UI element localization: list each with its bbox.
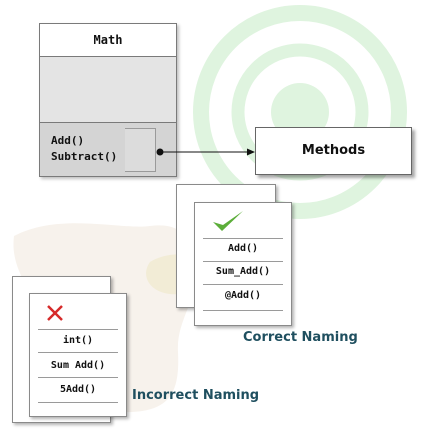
methods-box: Methods <box>255 127 412 175</box>
class-attributes-compartment <box>40 57 176 123</box>
operation-add: Add() <box>51 134 85 147</box>
incorrect-naming-caption: Incorrect Naming <box>132 388 260 403</box>
checkmark-icon <box>213 211 243 231</box>
class-name: Math <box>40 24 176 57</box>
concentric-rings-decoration <box>193 5 407 219</box>
operations-highlight <box>125 128 156 172</box>
incorrect-example-int: int() <box>62 335 94 346</box>
operation-subtract: Subtract() <box>51 150 118 163</box>
class-operations-compartment: Add() Subtract() <box>40 123 176 176</box>
correct-naming-caption: Correct Naming <box>243 330 358 345</box>
arrowhead-icon <box>247 148 255 156</box>
incorrect-example-5add: 5Add() <box>59 384 97 395</box>
correct-example-at-add: @Add() <box>224 290 262 301</box>
methods-connector-arrow <box>156 148 255 156</box>
cross-icon <box>47 305 63 321</box>
correct-example-sum-add: Sum_Add() <box>215 266 271 277</box>
math-class-box: Math Add() Subtract() <box>39 23 177 177</box>
incorrect-example-sum-add: Sum Add() <box>50 360 106 371</box>
correct-naming-card: Add() Sum_Add() @Add() <box>194 202 292 326</box>
incorrect-naming-card: int() Sum Add() 5Add() <box>29 293 127 417</box>
correct-example-add: Add() <box>227 243 259 254</box>
